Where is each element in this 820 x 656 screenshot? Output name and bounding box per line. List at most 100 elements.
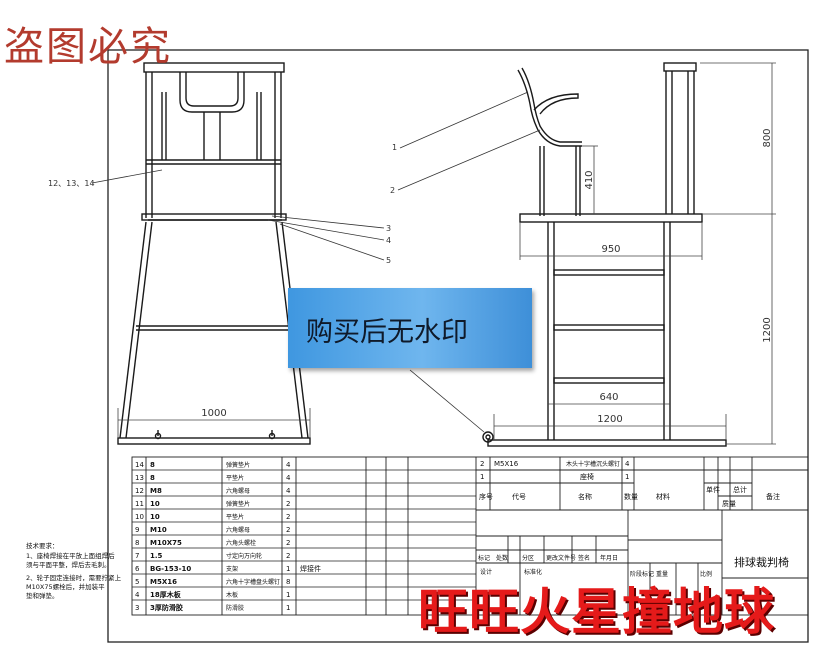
header-qty: 数量 xyxy=(624,492,638,501)
bom-cell-name: 六角螺母 xyxy=(226,526,250,534)
header-name: 名称 xyxy=(578,492,592,501)
bom-cell-name: 六角头螺栓 xyxy=(226,539,256,547)
tb-standard: 标准化 xyxy=(524,568,542,576)
tb-mark: 标记 xyxy=(478,554,490,562)
bom-cell-name: 防滑胶 xyxy=(226,604,244,612)
tb-count: 处数 xyxy=(496,554,508,562)
tb-zone: 分区 xyxy=(522,554,534,562)
watermark-center-text: 购买后无水印 xyxy=(306,317,468,348)
bom-cell-name: 平垫片 xyxy=(226,474,244,482)
leader-label-5: 5 xyxy=(386,256,391,265)
bom-cell-name: 六角十字槽盘头螺钉 xyxy=(226,578,280,586)
tech-line-2: 须与平面平整，焊后去毛刺。 xyxy=(26,560,111,569)
bom-cell-material: 焊接件 xyxy=(300,564,321,573)
bom-cell-qty: 2 xyxy=(286,552,290,560)
watermark-top-left: 盗图必究 xyxy=(4,24,172,70)
bom-cell-no: 8 xyxy=(135,539,139,547)
bom-cell-qty: 1 xyxy=(286,565,290,573)
bom-cell-name: 平垫片 xyxy=(226,513,244,521)
bom-cell-qty: 2 xyxy=(286,526,290,534)
bom-cell-qty: 8 xyxy=(286,578,290,586)
bom-cell-no: 7 xyxy=(135,552,139,560)
header-mass: 质量 xyxy=(722,499,736,508)
bom-cell-name: 弹簧垫片 xyxy=(226,500,250,508)
bom-cell-qty: 1 xyxy=(286,604,290,612)
leader-label-3: 3 xyxy=(386,224,391,233)
dim-1000: 1000 xyxy=(201,408,226,419)
tech-line-3: 2、轮子固定连接时，需要拧紧上 xyxy=(26,573,122,582)
tech-line-5: 垫和弹垫。 xyxy=(26,591,59,600)
dim-1200-vertical: 1200 xyxy=(762,317,773,342)
bom-cell-qty: 4 xyxy=(286,487,291,495)
dim-1200-horizontal: 1200 xyxy=(597,414,622,425)
bom-cell-qty: 2 xyxy=(286,513,290,521)
bom-row-lines xyxy=(132,469,476,601)
tb-scale: 比例 xyxy=(700,570,712,578)
bom-cell-code: M8 xyxy=(150,487,162,495)
bom-right-qty-2: 4 xyxy=(625,460,630,468)
dimension-lines xyxy=(117,62,776,445)
bom-cell-code: 8 xyxy=(150,461,155,469)
bom-right-no-2: 2 xyxy=(480,460,484,468)
dim-950: 950 xyxy=(601,244,620,255)
bom-cell-code: M5X16 xyxy=(150,578,177,586)
tech-line-4: M10X75螺栓后，并加装平 xyxy=(26,582,105,591)
leader-label-4: 4 xyxy=(386,236,391,245)
bom-cell-no: 4 xyxy=(135,591,140,599)
bom-cell-code: 8 xyxy=(150,474,155,482)
bom-cell-name: 寸定向万向轮 xyxy=(226,552,262,560)
header-code: 代号 xyxy=(512,492,526,501)
front-view xyxy=(117,62,311,445)
bom-cell-no: 12 xyxy=(135,487,144,495)
leader-lines xyxy=(91,91,541,433)
bom-cell-code: M10 xyxy=(150,526,167,534)
header-single: 单件 xyxy=(706,485,720,494)
tech-title: 技术要求： xyxy=(26,541,59,550)
bom-cell-name: 支架 xyxy=(226,565,238,573)
bom-cell-no: 11 xyxy=(135,500,144,508)
bom-right-no-1: 1 xyxy=(480,473,484,481)
bom-cell-qty: 4 xyxy=(286,461,291,469)
bom-cell-no: 13 xyxy=(135,474,144,482)
watermark-bottom-right: 旺旺火星撞地球 xyxy=(418,582,775,641)
header-total: 总计 xyxy=(733,485,747,494)
bom-cell-qty: 1 xyxy=(286,591,290,599)
tb-changefile: 更改文件号 xyxy=(546,554,576,562)
dim-800: 800 xyxy=(762,128,773,147)
bom-cell-name: 木板 xyxy=(226,591,238,599)
tech-requirements: 技术要求： 1、座椅焊接在平放上面组焊后 须与平面平整，焊后去毛刺。 2、轮子固… xyxy=(26,541,122,600)
header-remark: 备注 xyxy=(766,492,780,501)
tb-weight: 重量 xyxy=(656,570,668,578)
bom-cell-no: 9 xyxy=(135,526,139,534)
leader-label-12-14: 12、13、14 xyxy=(48,179,95,188)
leader-label-2: 2 xyxy=(390,186,395,195)
bom-cell-name: 弹簧垫片 xyxy=(226,461,250,469)
bom-cell-name: 六角螺母 xyxy=(226,487,250,495)
tech-line-1: 1、座椅焊接在平放上面组焊后 xyxy=(26,551,115,560)
bom-right-qty-1: 1 xyxy=(625,473,629,481)
bom-cell-no: 5 xyxy=(135,578,139,586)
bom-cell-code: 10 xyxy=(150,500,160,508)
dim-640: 640 xyxy=(599,392,618,403)
bom-cell-no: 10 xyxy=(135,513,144,521)
bom-cell-qty: 2 xyxy=(286,500,290,508)
tb-design: 设计 xyxy=(480,568,492,576)
bom-right-code-2: M5X16 xyxy=(494,460,519,468)
bom-cell-no: 3 xyxy=(135,604,139,612)
leader-label-1: 1 xyxy=(392,143,397,152)
tb-sign: 签名 xyxy=(578,554,590,562)
header-mat: 材料 xyxy=(656,492,670,501)
drawing-title: 排球裁判椅 xyxy=(734,555,789,569)
bom-cell-code: M10X75 xyxy=(150,539,182,547)
bom-cell-code: 3厚防滑胶 xyxy=(150,603,183,612)
tb-date: 年月日 xyxy=(600,554,618,562)
bom-cell-qty: 4 xyxy=(286,474,291,482)
bom-right-name-2: 木头十字槽沉头螺钉 xyxy=(566,460,620,468)
bom-cell-code: 10 xyxy=(150,513,160,521)
bom-right-name-1: 座椅 xyxy=(580,472,594,481)
bom-cell-qty: 2 xyxy=(286,539,290,547)
header-no: 序号 xyxy=(479,492,493,501)
